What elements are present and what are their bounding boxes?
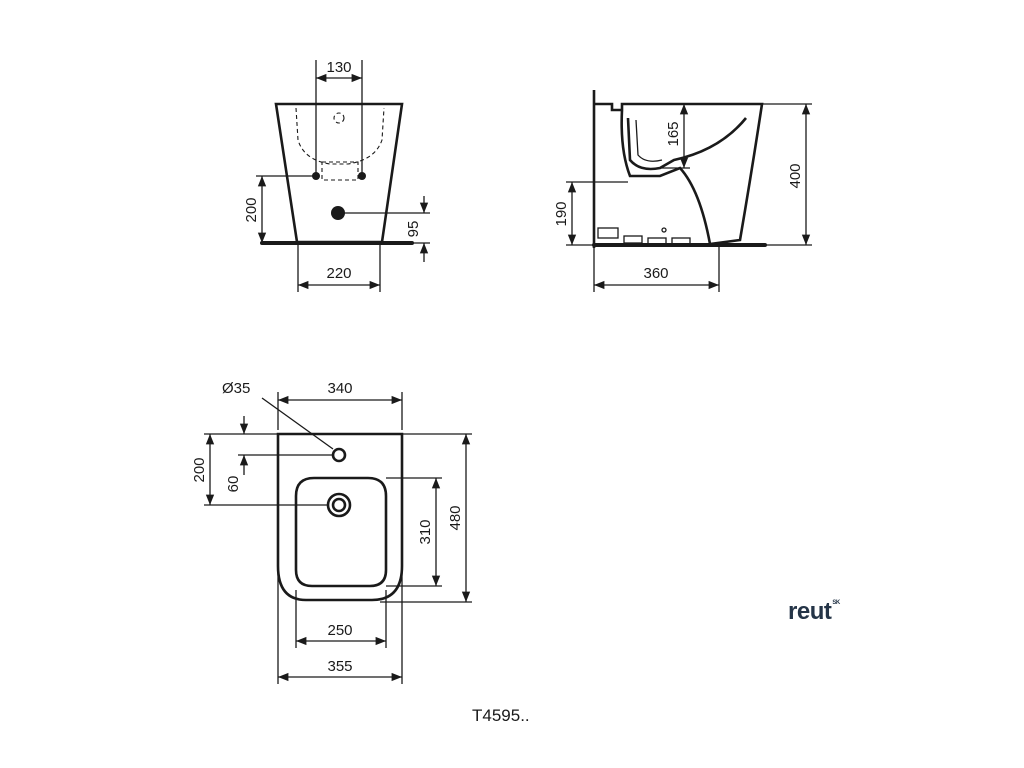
side-view-outline (594, 102, 764, 246)
top-view: Ø35 340 200 60 310 480 250 355 (191, 380, 472, 684)
top-view-tap-hole (331, 447, 347, 463)
front-view-dim-220: 220 (326, 265, 351, 282)
top-view-dim-200: 200 (191, 457, 208, 482)
top-view-dim-250: 250 (327, 622, 352, 639)
front-view-trap-hidden (321, 161, 359, 181)
top-view-dim-diameter: Ø35 (222, 380, 250, 397)
brand-logo: reutSK (788, 598, 840, 626)
side-view-dim-400: 400 (787, 163, 804, 188)
front-view-tap-hole-hidden (333, 112, 345, 124)
top-view-bowl (294, 476, 388, 588)
model-code: T4595.. (472, 706, 530, 725)
side-view-dim-190: 190 (553, 201, 570, 226)
front-view-dim-130: 130 (326, 59, 351, 76)
top-view-dim-480: 480 (447, 505, 464, 530)
front-view-outline (274, 102, 404, 244)
side-view: 165 400 190 360 (553, 90, 812, 292)
side-view-dim-165: 165 (665, 121, 682, 146)
top-view-dim-340: 340 (327, 380, 352, 397)
front-view-dim-200: 200 (243, 197, 260, 222)
side-view-bracket (597, 227, 619, 239)
top-view-waste-ring (326, 492, 352, 518)
top-view-dim-355: 355 (327, 658, 352, 675)
top-view-dim-60: 60 (225, 476, 242, 493)
front-view: 130 200 95 220 (243, 59, 430, 292)
front-view-bowl-hidden (295, 107, 385, 165)
brand-logo-text: reut (788, 598, 832, 625)
side-view-bowl (626, 117, 748, 171)
top-view-waste-hole (331, 497, 347, 513)
front-view-dim-95: 95 (405, 221, 422, 238)
side-view-dim-360: 360 (643, 265, 668, 282)
brand-logo-superscript: SK (832, 600, 840, 606)
top-view-dim-310: 310 (417, 519, 434, 544)
